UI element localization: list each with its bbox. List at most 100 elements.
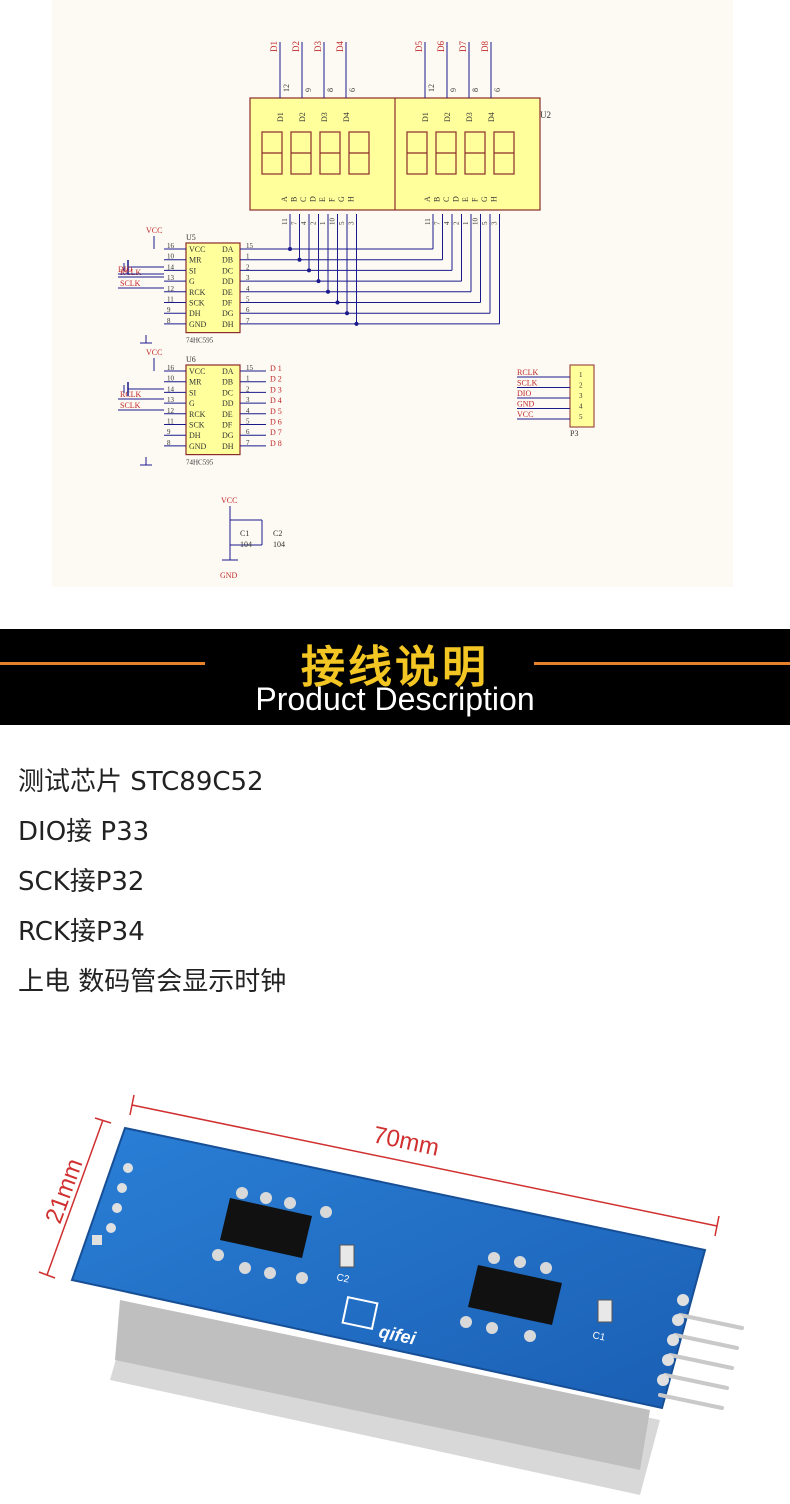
segment-pin-num: 1 bbox=[462, 221, 470, 225]
desc-line-dio: DIO接 P33 bbox=[18, 817, 150, 847]
display-ref: U2 bbox=[540, 110, 551, 120]
net-junction bbox=[335, 300, 340, 305]
chip-right-pin: DH bbox=[222, 442, 234, 451]
segment-pin-num: 3 bbox=[348, 221, 356, 225]
chip-right-pin: DF bbox=[222, 421, 233, 430]
segment-letter: E bbox=[461, 197, 470, 202]
segment-pin-num: 2 bbox=[310, 221, 318, 225]
segment-letter: A bbox=[423, 196, 432, 202]
brand-logo-mark bbox=[341, 1295, 379, 1331]
desc-line-rck: RCK接P34 bbox=[18, 917, 145, 947]
net-junction bbox=[345, 311, 349, 316]
display-digit-label: D1 bbox=[421, 112, 430, 122]
chip-right-pin: DF bbox=[222, 299, 233, 308]
digit-net-label: D8 bbox=[480, 41, 490, 52]
dio-label: DIO bbox=[118, 265, 132, 274]
display-digit-label: D4 bbox=[487, 112, 496, 122]
chip-right-pin: DD bbox=[222, 399, 234, 408]
chip-left-pin: GND bbox=[189, 442, 207, 451]
chip-part: 74HC595 bbox=[186, 337, 214, 345]
chip-body bbox=[185, 242, 241, 334]
width-dimension bbox=[38, 1117, 112, 1279]
chip-left-num: 8 bbox=[167, 317, 171, 325]
sclk-label: SCLK bbox=[120, 279, 141, 288]
connector-pin-num: 1 bbox=[579, 371, 583, 379]
segment-letter: E bbox=[318, 197, 327, 202]
display-pin-num: 6 bbox=[493, 88, 502, 92]
desc-line-power: 上电 数码管会显示时钟 bbox=[18, 967, 287, 997]
chip-right-num: 2 bbox=[246, 385, 250, 393]
segment-letter: D bbox=[309, 196, 318, 202]
connector-pin-num: 4 bbox=[579, 403, 583, 411]
segment-pin-num: 2 bbox=[453, 221, 461, 225]
connector-signal: DIO bbox=[517, 389, 531, 398]
ic-u5 bbox=[220, 1198, 312, 1258]
u6-output-label: D 4 bbox=[270, 396, 282, 405]
connector-signal: SCLK bbox=[517, 379, 538, 388]
wiring-description: 测试芯片 STC89C52 DIO接 P33 SCK接P32 RCK接P34 上… bbox=[18, 757, 286, 1007]
pcb-illustration: C2 C1 qifei 70mm 21mm bbox=[38, 1094, 744, 1495]
segment-pin-num: 11 bbox=[424, 218, 432, 225]
chip-ref: U6 bbox=[186, 355, 196, 364]
banner-left-line bbox=[0, 662, 205, 665]
connector-p3 bbox=[569, 364, 595, 428]
chip-left-pin: VCC bbox=[189, 367, 205, 376]
chip-right-num: 1 bbox=[246, 253, 250, 261]
chip-left-num: 11 bbox=[167, 418, 174, 426]
digit-net-label: D5 bbox=[414, 41, 424, 52]
net-junction bbox=[316, 279, 321, 284]
u6-output-label: D 6 bbox=[270, 418, 282, 427]
chip-right-num: 4 bbox=[246, 407, 250, 415]
chip-body bbox=[185, 364, 241, 456]
cap-c2-value: 104 bbox=[273, 540, 285, 549]
net-junction bbox=[307, 268, 311, 273]
chip-right-pin: DC bbox=[222, 388, 233, 397]
header-pins bbox=[658, 1313, 744, 1410]
chip-left-pin: MR bbox=[189, 378, 202, 387]
segment-letter: F bbox=[328, 197, 337, 202]
net-junction bbox=[326, 289, 330, 294]
chip-right-num: 2 bbox=[246, 263, 250, 271]
segment-pin-num: 1 bbox=[319, 221, 327, 225]
segment-pin-num: 10 bbox=[472, 218, 480, 226]
chip-left-pin: G bbox=[189, 277, 195, 286]
chip-right-num: 5 bbox=[246, 418, 250, 426]
cap-c1-value: 104 bbox=[240, 540, 252, 549]
ic-u6 bbox=[468, 1265, 562, 1325]
chip-left-pin: VCC bbox=[189, 245, 205, 254]
chip-left-pin: G bbox=[189, 399, 195, 408]
chip-right-pin: DD bbox=[222, 277, 234, 286]
chip-left-num: 8 bbox=[167, 439, 171, 447]
left-pads bbox=[92, 1163, 133, 1245]
product-photo: C2 C1 qifei 70mm 21mm bbox=[0, 1080, 790, 1500]
chip-right-pin: DG bbox=[222, 309, 234, 318]
chip-right-num: 7 bbox=[246, 317, 250, 325]
chip-left-num: 13 bbox=[167, 396, 175, 404]
chip-right-num: 6 bbox=[246, 428, 250, 436]
chip-left-num: 11 bbox=[167, 296, 174, 304]
digit-net-label: D6 bbox=[436, 41, 446, 52]
chip-right-num: 6 bbox=[246, 306, 250, 314]
chip-left-num: 9 bbox=[167, 428, 171, 436]
segment-pin-num: 7 bbox=[291, 221, 299, 225]
digit-net-label: D3 bbox=[313, 41, 323, 52]
display-digit-label: D2 bbox=[298, 112, 307, 122]
chip-left-num: 10 bbox=[167, 375, 175, 383]
chip-right-pin: DB bbox=[222, 378, 233, 387]
chip-right-pin: DA bbox=[222, 367, 234, 376]
segment-letter: G bbox=[480, 196, 489, 202]
chip-left-pin: GND bbox=[189, 320, 207, 329]
chip-left-pin: DH bbox=[189, 431, 201, 440]
digit-net-label: D2 bbox=[291, 41, 301, 52]
connector-pin-num: 3 bbox=[579, 392, 583, 400]
rclk-label: RCLK bbox=[120, 268, 142, 277]
pcb-board bbox=[70, 1126, 707, 1410]
chip-left-num: 9 bbox=[167, 306, 171, 314]
display-pin-num: 12 bbox=[427, 84, 436, 92]
segment-pin-num: 5 bbox=[481, 221, 489, 225]
chip-right-pin: DH bbox=[222, 320, 234, 329]
vcc-label: VCC bbox=[146, 226, 162, 235]
chip-right-pin: DB bbox=[222, 256, 233, 265]
segment-letter: A bbox=[280, 196, 289, 202]
